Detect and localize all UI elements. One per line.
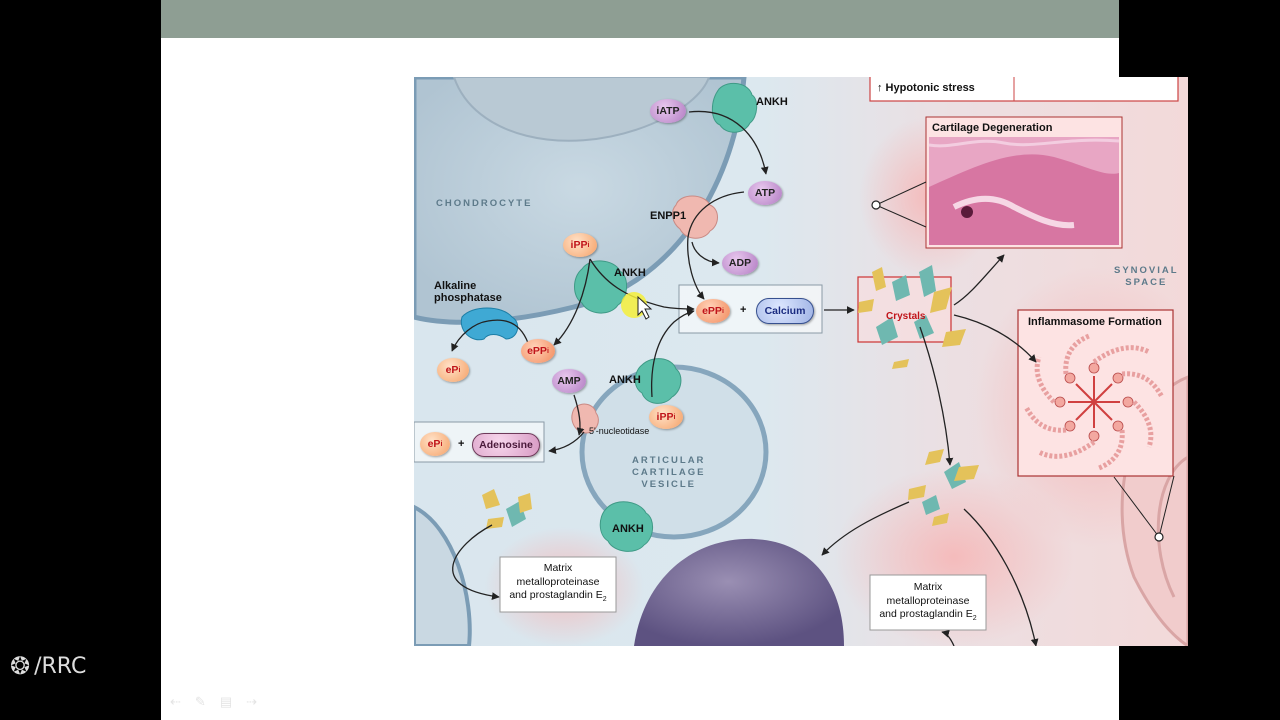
hypotonic-stress-box [869, 77, 1179, 102]
pathway-drawing [414, 77, 1188, 646]
lower-left-cell [414, 504, 472, 646]
synovial-label-line2: SPACE [1125, 276, 1168, 288]
enpp1-label: ENPP1 [650, 210, 687, 222]
ipp-top-text: iPP [570, 239, 588, 251]
epi-left-sub: i [458, 366, 461, 374]
epi-box-text: eP [427, 438, 441, 450]
vesicle-label-line1: ARTICULAR [632, 455, 706, 466]
crystals-cluster [858, 265, 966, 347]
plus-sign-center: + [740, 304, 747, 316]
menu-icon[interactable]: ▤ [219, 694, 247, 709]
ankh-label-mid: ANKH [614, 267, 646, 279]
vesicle-label-line2: CARTILAGE [632, 466, 706, 478]
mmp-right-line3: and prostaglandin E2 [870, 608, 986, 623]
connector-node-upper [871, 200, 881, 210]
nucleotidase-label: 5'-nucleotidase [589, 426, 650, 436]
vesicle-label-line3: VESICLE [641, 478, 697, 490]
histology-dark-spot [961, 206, 973, 218]
ankh-protein-top [711, 82, 758, 133]
ipp-vesicle-sub: i [673, 413, 676, 421]
epp-left-text: ePP [527, 345, 547, 357]
adenosine-molecule: Adenosine [472, 433, 540, 457]
slide-nav-controls: ⇠✎▤⇢ [170, 694, 271, 710]
pen-icon[interactable]: ✎ [194, 694, 220, 709]
chondrocyte-label: CHONDROCYTE [436, 198, 533, 209]
forward-arrow-icon[interactable]: ⇢ [246, 694, 272, 709]
mmp-right-line2: metalloproteinase [886, 594, 970, 607]
slide: CHONDROCYTE SYNOVIAL SPACE ARTICULAR CAR… [161, 0, 1188, 720]
ipp-vesicle-text: iPP [656, 411, 674, 423]
histology-tear [952, 195, 1075, 229]
alkaline-phosphatase-label: Alkaline phosphatase [434, 280, 502, 304]
mmp-right-line3-text: and prostaglandin E [879, 608, 973, 621]
adp-molecule: ADP [722, 251, 758, 275]
hypotonic-stress-label: ↑ Hypotonic stress [877, 82, 975, 94]
iatp-molecule: iATP [650, 99, 686, 123]
ankh-label-bottom: ANKH [612, 523, 644, 535]
mmp-left-line3: and prostaglandin E2 [500, 589, 616, 604]
crystals-label: Crystals [886, 311, 926, 322]
ankh-protein-bottom [599, 501, 653, 552]
pathway-arrows [451, 110, 1039, 646]
ipp-top-sub: i [587, 241, 590, 249]
mmp-right-sub: 2 [972, 615, 977, 623]
alk-phos-line1: Alkaline [434, 280, 477, 292]
alk-phos-line2: phosphatase [434, 292, 502, 305]
epp-left-sub: i [546, 347, 549, 355]
slide-header-bar [161, 0, 1119, 38]
calcium-molecule: Calcium [756, 298, 814, 324]
epi-box-sub: i [440, 440, 443, 448]
epi-left-text: eP [445, 364, 459, 376]
pathway-figure: CHONDROCYTE SYNOVIAL SPACE ARTICULAR CAR… [414, 77, 1188, 646]
mmp-left-line2: metalloproteinase [516, 575, 600, 588]
epp-center-text: ePP [702, 305, 722, 317]
panel-connectors [875, 181, 1175, 538]
crystals-cluster-lower [892, 359, 979, 526]
inflammasome-panel [1017, 309, 1174, 477]
cartilage-degeneration-title: Cartilage Degeneration [932, 122, 1053, 134]
epp-center-sub: i [721, 307, 724, 315]
crystals-cluster-left [482, 489, 532, 529]
mmp-left-sub: 2 [602, 596, 607, 604]
mmp-box-left [499, 556, 617, 613]
mmp-left-line1: Matrix [543, 562, 573, 574]
brand-logo: ❂ /RRC [10, 652, 86, 680]
histology-streak [928, 138, 1120, 148]
vesicle-label: ARTICULAR CARTILAGE VESICLE [632, 455, 705, 491]
synovial-label-line1: SYNOVIAL [1114, 265, 1179, 276]
ankh-protein-vesicle [634, 358, 682, 404]
mmp-left-line3-text: and prostaglandin E [509, 589, 603, 602]
mouse-pointer-icon [637, 295, 653, 320]
atp-molecule: ATP [748, 181, 782, 205]
mmp-text-left: Matrix metalloproteinase and prostagland… [500, 562, 616, 604]
alkaline-phosphatase-enzyme [460, 307, 519, 341]
mmp-text-right: Matrix metalloproteinase and prostagland… [870, 581, 986, 623]
reel-icon: ❂ [10, 652, 31, 680]
brand-logo-text: /RRC [34, 653, 87, 679]
plus-sign-left: + [458, 438, 465, 450]
synovial-space-label: SYNOVIAL SPACE [1114, 265, 1179, 289]
chondrocyte-nucleus [452, 77, 711, 142]
synovial-cell-inner [1156, 455, 1188, 598]
amp-molecule: AMP [552, 369, 586, 393]
ankh-label-top: ANKH [756, 96, 788, 108]
back-arrow-icon[interactable]: ⇠ [170, 694, 195, 709]
connector-node-lower [1154, 532, 1164, 542]
inflammasome-formation-title: Inflammasome Formation [1028, 316, 1162, 328]
mmp-right-line1: Matrix [913, 581, 943, 593]
inflammasome-graphic [1023, 333, 1165, 471]
bottom-nucleus [634, 538, 844, 646]
ankh-label-vesicle: ANKH [609, 374, 641, 386]
mmp-box-right [869, 574, 987, 631]
